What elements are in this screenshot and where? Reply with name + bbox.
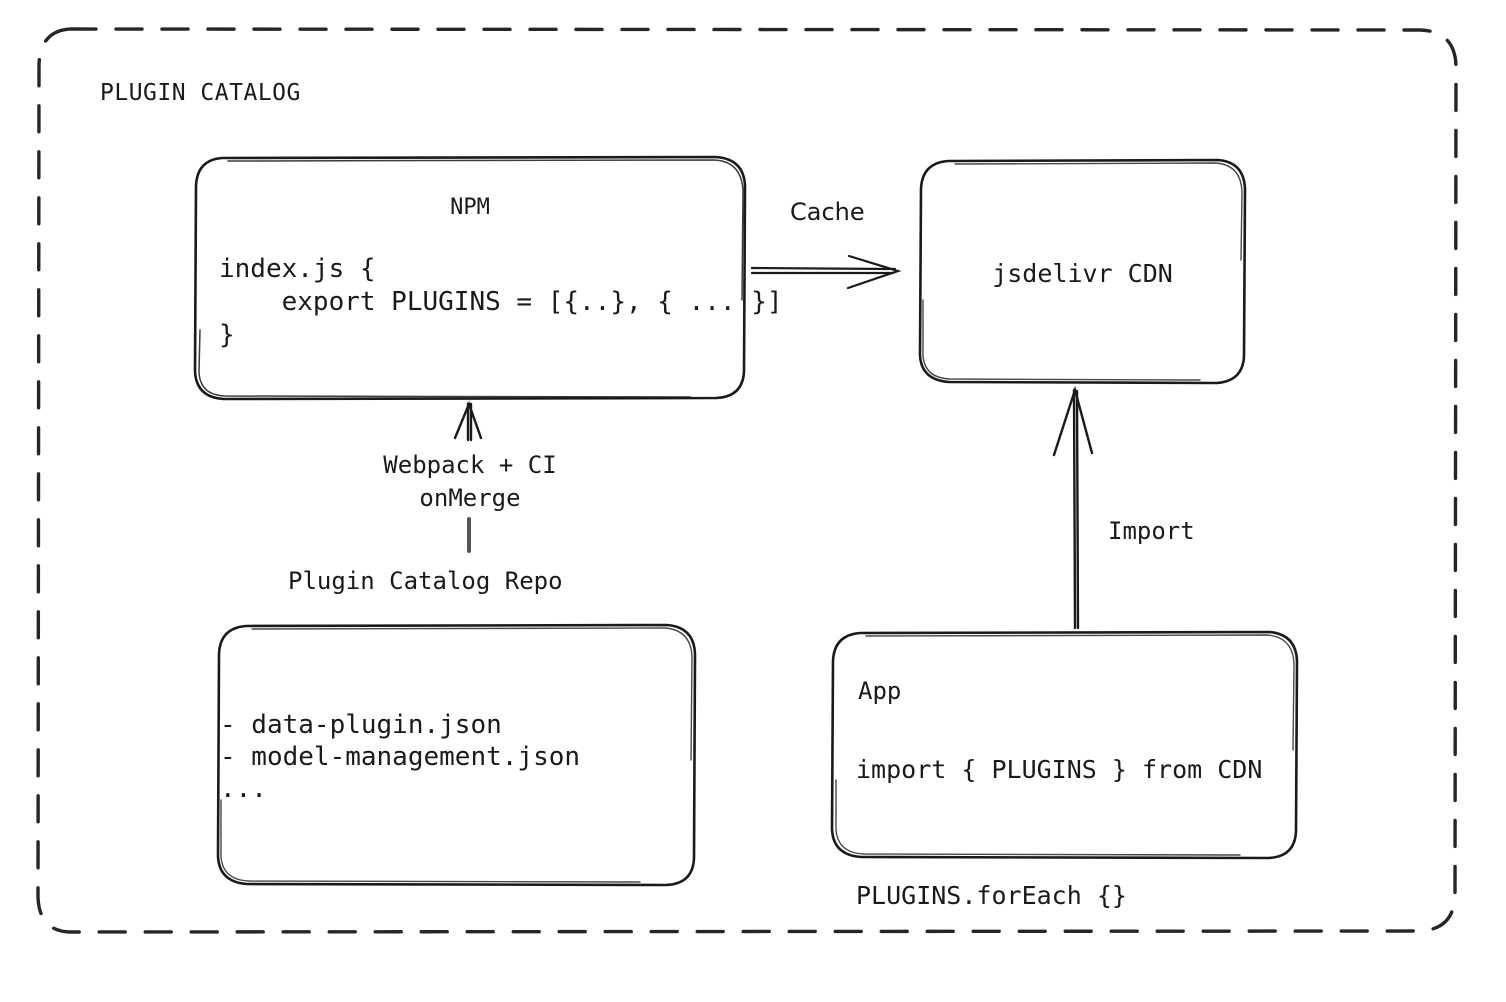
app-node-code: import { PLUGINS } from CDN PLUGINS.forE… [856,755,1263,910]
repo-node-file-list: - data-plugin.json - model-management.js… [220,710,581,804]
cdn-node-label: jsdelivr CDN [992,259,1173,288]
app-node-title: App [858,677,902,705]
cache-edge-label: Cache [790,198,865,226]
npm-node-code: index.js { export PLUGINS = [{..}, { ...… [219,254,783,350]
import-edge-label: Import [1108,517,1195,545]
import-arrow [1052,385,1094,630]
repo-node-label: Plugin Catalog Repo [288,567,563,595]
catalog-title: PLUGIN CATALOG [100,80,301,106]
build-arrow [453,400,483,442]
build-edge-label: Webpack + CI onMerge [383,451,557,512]
npm-node-title: NPM [450,195,490,220]
